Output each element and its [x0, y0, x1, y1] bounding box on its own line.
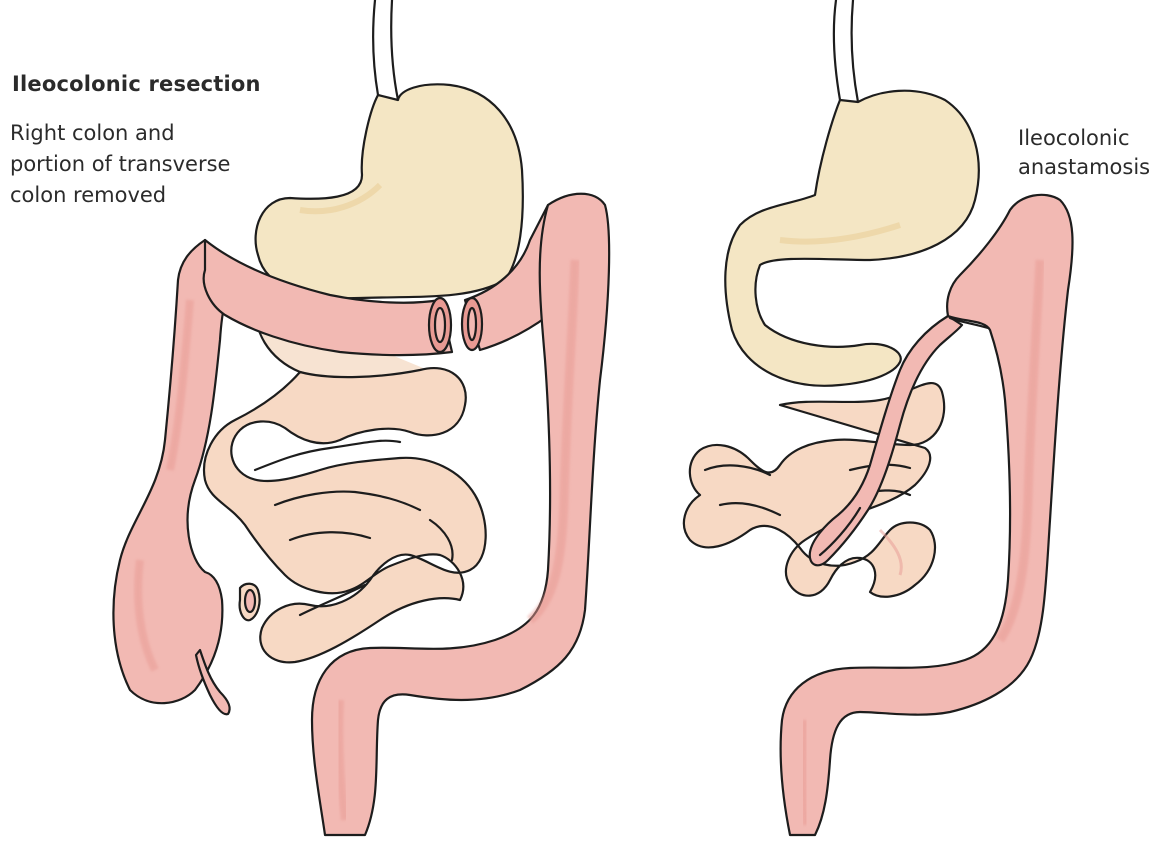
right-caption: Ileocolonic anastamosis [1018, 124, 1168, 182]
left-caption-line-1: Right colon and [10, 118, 280, 149]
stomach-left [256, 0, 523, 298]
diagram-title: Ileocolonic resection [12, 72, 261, 96]
left-caption: Right colon and portion of transverse co… [10, 118, 280, 211]
left-caption-line-3: colon removed [10, 180, 280, 211]
left-caption-line-2: portion of transverse [10, 149, 280, 180]
right-panel-after [684, 0, 1073, 835]
right-caption-line-2: anastamosis [1018, 153, 1168, 182]
right-caption-line-1: Ileocolonic [1018, 124, 1168, 153]
stomach-left-body [256, 84, 523, 298]
small-bowel-left [204, 368, 486, 662]
